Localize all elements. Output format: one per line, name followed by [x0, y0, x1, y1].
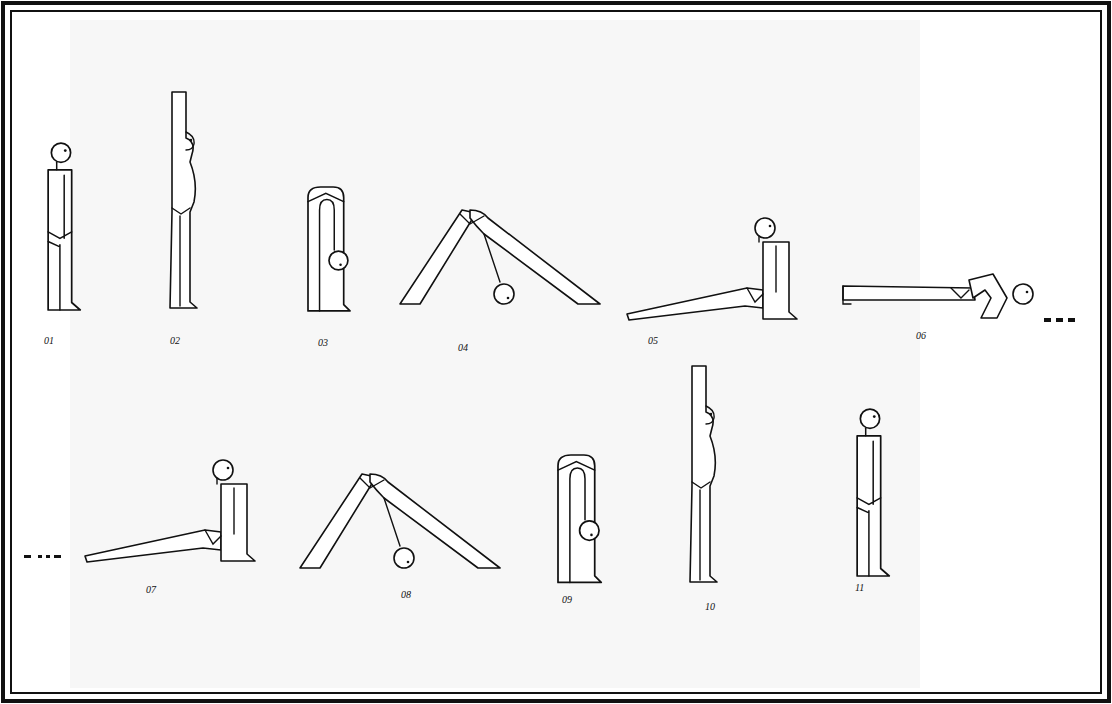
pose-figure [48, 143, 80, 310]
pose-figure [300, 474, 500, 568]
inner-frame [11, 11, 1101, 693]
pose-number: 09 [562, 594, 572, 606]
pose-figure [843, 274, 1033, 318]
pose-number: 04 [458, 342, 468, 354]
pose-number: 05 [648, 335, 658, 347]
pose-figure [308, 187, 350, 311]
pose-figure [690, 366, 717, 582]
pose-number: 07 [146, 584, 156, 596]
continuation-dots [1044, 318, 1075, 322]
continuation-dots [24, 555, 61, 558]
pose-number: 08 [401, 589, 411, 601]
outer-frame [3, 3, 1109, 701]
pose-figure [170, 92, 197, 308]
paper-shade [70, 20, 920, 688]
pose-number: 03 [318, 337, 328, 349]
pose-number: 10 [705, 601, 715, 613]
pose-number: 06 [916, 330, 926, 342]
pose-number: 02 [170, 335, 180, 347]
pose-figure [627, 218, 797, 320]
pose-figure [85, 460, 255, 562]
pose-figure [857, 409, 889, 576]
pose-figure [400, 210, 600, 304]
pose-number: 11 [855, 582, 864, 594]
pose-number: 01 [44, 335, 54, 347]
pose-figure [558, 455, 601, 582]
